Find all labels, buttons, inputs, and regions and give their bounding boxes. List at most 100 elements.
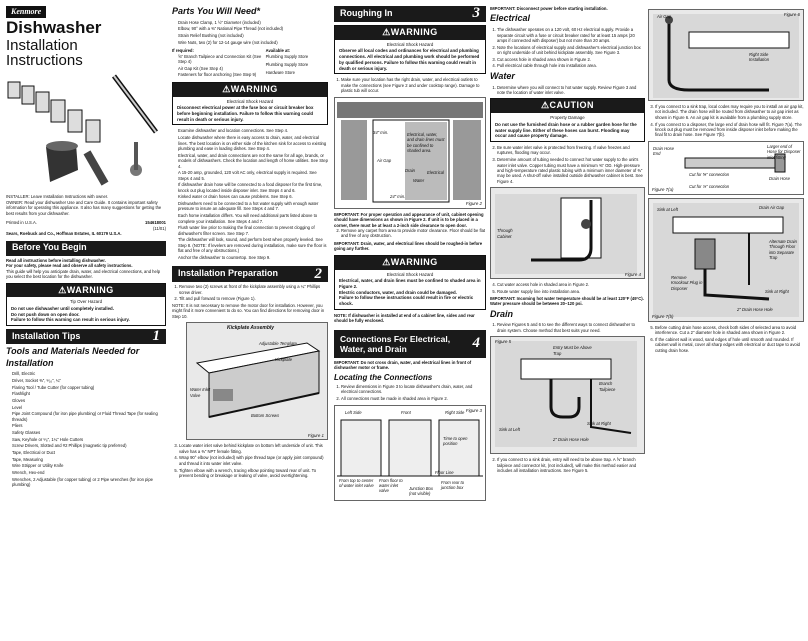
list-item: Saw, Keyhole or ⁵⁄₈", 1¼" Hole Cutters — [12, 437, 166, 442]
list-item: Kinked water or drain hoses can cause pr… — [178, 194, 328, 199]
fig7b-alternate: Alternate Drain Through Floor into Separ… — [769, 238, 797, 261]
step-number: 3 — [472, 6, 481, 22]
before-you-begin-bar: Before You Begin — [6, 240, 166, 256]
list-item: Pull electrical cable through hole into … — [497, 63, 645, 68]
connections-steps: Review dimensions in Figure 3 to locate … — [334, 384, 486, 402]
list-item: Drill, Electric — [12, 371, 166, 376]
list-item: The dishwasher will look, sound, and per… — [178, 237, 328, 253]
fig6-air-gap: Air Gap — [657, 14, 672, 19]
list-item: Fasteners for floor anchoring (See Step … — [178, 72, 266, 77]
list-item: Wrap 90° elbow (not included) with pipe … — [179, 455, 328, 466]
list-item: Review dimensions in Figure 3 to locate … — [341, 384, 486, 395]
fig7a-cut-78: Cut for ⅞" connection — [689, 183, 730, 189]
fig3-caption: Figure 3 — [465, 407, 482, 413]
fig3-junction: Junction Box (not visible) — [409, 485, 433, 497]
tools-illustration — [7, 74, 158, 186]
fig5-branch-tailpiece: Branch Tailpiece — [599, 381, 616, 392]
list-item: Air Gap Kit (See Step 4) — [178, 66, 266, 71]
page-subtitle-2: Instructions — [6, 52, 83, 70]
elec-warning-text: Disconnect electrical power at the fuse … — [177, 105, 314, 122]
list-item: If the cabinet wall is wood, sand edges … — [655, 337, 804, 353]
water-heading: Water — [490, 70, 515, 81]
list-item: Flaring Tool / Tube Cutter (for copper t… — [12, 385, 166, 390]
roughing-important: IMPORTANT: For proper operation and appe… — [334, 211, 484, 228]
drain-steps-3: If you connect to a sink trap, local cod… — [648, 104, 804, 138]
warning-label: WARNING — [230, 83, 278, 94]
caution-title: Property Damage — [550, 115, 585, 121]
list-item: Electrical, water, and drain connections… — [178, 153, 328, 169]
fig2-shaded-note: Electrical, water, and drain lines must … — [407, 131, 445, 153]
list-item: Cut access hole in shaded area shown in … — [497, 57, 645, 62]
list-item: Tighten elbow with a wrench, tracing elb… — [179, 468, 328, 479]
list-item: Examine dishwasher and location connecti… — [178, 128, 328, 133]
brand-logo: Kenmore — [6, 6, 47, 19]
available-at-label: Available at: — [265, 48, 291, 54]
fig7a-cut-58: Cut for ⅝" connection — [689, 171, 730, 177]
before-you-begin-heading: Before You Begin — [12, 242, 87, 253]
list-item: Gloves — [12, 398, 166, 403]
fig2-height: 34" min. — [373, 129, 389, 135]
water-steps: Determine where you will connect to hot … — [490, 85, 645, 96]
fig3-floor-valve: From floor to water inlet valve — [379, 477, 403, 494]
revision: (11/01) — [153, 225, 166, 231]
prep-steps-2: Locate water inlet valve behind kickplat… — [172, 443, 328, 478]
column-4: IMPORTANT: Disconnect power before start… — [490, 6, 645, 636]
fig7a-caption: Figure 7(a) — [652, 187, 674, 193]
list-item: Make sure your location has the right dr… — [341, 77, 486, 93]
fig6-caption: Figure 6 — [783, 12, 800, 17]
list-item: Locate water inlet valve behind kickplat… — [179, 443, 328, 454]
list-item: Wire Stripper or Utility Knife — [12, 463, 166, 468]
warning-header: ⚠WARNING — [7, 283, 165, 298]
tip-l3: Failure to follow this warning can resul… — [11, 317, 130, 323]
warn2-l3: Failure to follow these instructions cou… — [339, 295, 474, 307]
step-number: 4 — [472, 334, 481, 351]
fig7a-larger-end: Larger end of Hose for Disposer inlet fi… — [767, 143, 801, 160]
sink-drain-drawing — [495, 341, 637, 448]
tip-over-title: Tip Over Hazard — [69, 299, 103, 305]
warning-header: ⚠WARNING — [335, 255, 485, 270]
warn2-l1: Electrical, water, and drain lines must … — [339, 278, 481, 289]
connections-important: IMPORTANT: Do not cross drain, water, an… — [334, 359, 472, 371]
disposer-drawing — [653, 202, 799, 317]
tip-over-warning: ⚠WARNING Tip Over Hazard Do not use dish… — [6, 282, 166, 327]
list-item: Tape, Electrical or Duct — [12, 450, 166, 455]
warning-header: ⚠WARNING — [173, 82, 327, 97]
list-item: All connections must be made in shaded a… — [341, 396, 486, 401]
list-item: If you connect to a sink drain, entry wi… — [497, 457, 645, 473]
warning-label: WARNING — [390, 27, 438, 37]
warning-label: WARNING — [390, 256, 438, 267]
fig2-caption: Figure 2 — [465, 200, 482, 206]
roughing-important-2: IMPORTANT: Drain, water, and electrical … — [334, 240, 483, 252]
figure-3: Left Side Front Right Side From top to c… — [334, 404, 486, 501]
list-item: Drain Hose Clamp, 1 ½" Diameter (include… — [178, 20, 328, 25]
prep-heading: Installation Preparation — [178, 268, 279, 279]
column-1: Kenmore Dishwasher Installation Instruct… — [6, 6, 166, 636]
figure-7b: Sink at Left Drain Air Gap Alternate Dra… — [648, 197, 804, 322]
list-item: Remove any carpet from area to provide m… — [341, 228, 486, 239]
elec-warning-title: Electrical Shock Hazard — [226, 98, 274, 104]
air-gap-drawing — [653, 14, 799, 98]
install-tips-heading: Installation Tips — [12, 330, 81, 341]
list-item: If you connect to a sink trap, local cod… — [655, 104, 804, 120]
fig7b-knockout: Remove Knockout Plug in Disposer — [671, 274, 703, 291]
drain-heading: Drain — [490, 308, 514, 319]
byb-p2: For your safety, please read and observe… — [6, 263, 133, 269]
fig5-sink-right: Sink at Right — [587, 421, 611, 427]
list-item: If you connect to a disposer, the large … — [655, 122, 804, 138]
roughing-warning-text: Observe all local codes and ordinances f… — [339, 48, 480, 71]
water-supply-drawing — [495, 194, 637, 275]
fig2-water: Water — [413, 177, 425, 183]
fig7b-sink-left: Sink at Left — [657, 206, 678, 212]
roughing-warning-2-title: Electrical Shock Hazard — [386, 271, 434, 277]
fig4-caption: Figure 4 — [624, 271, 641, 277]
fig3-top-center: From top to center of water inlet valve — [339, 477, 374, 489]
roughing-warning-title: Electrical Shock Hazard — [386, 41, 434, 47]
caution-label: CAUTION — [549, 100, 595, 111]
printed-in: Printed in U.S.A. — [6, 220, 37, 226]
cabinet-opening-drawing — [337, 101, 483, 203]
